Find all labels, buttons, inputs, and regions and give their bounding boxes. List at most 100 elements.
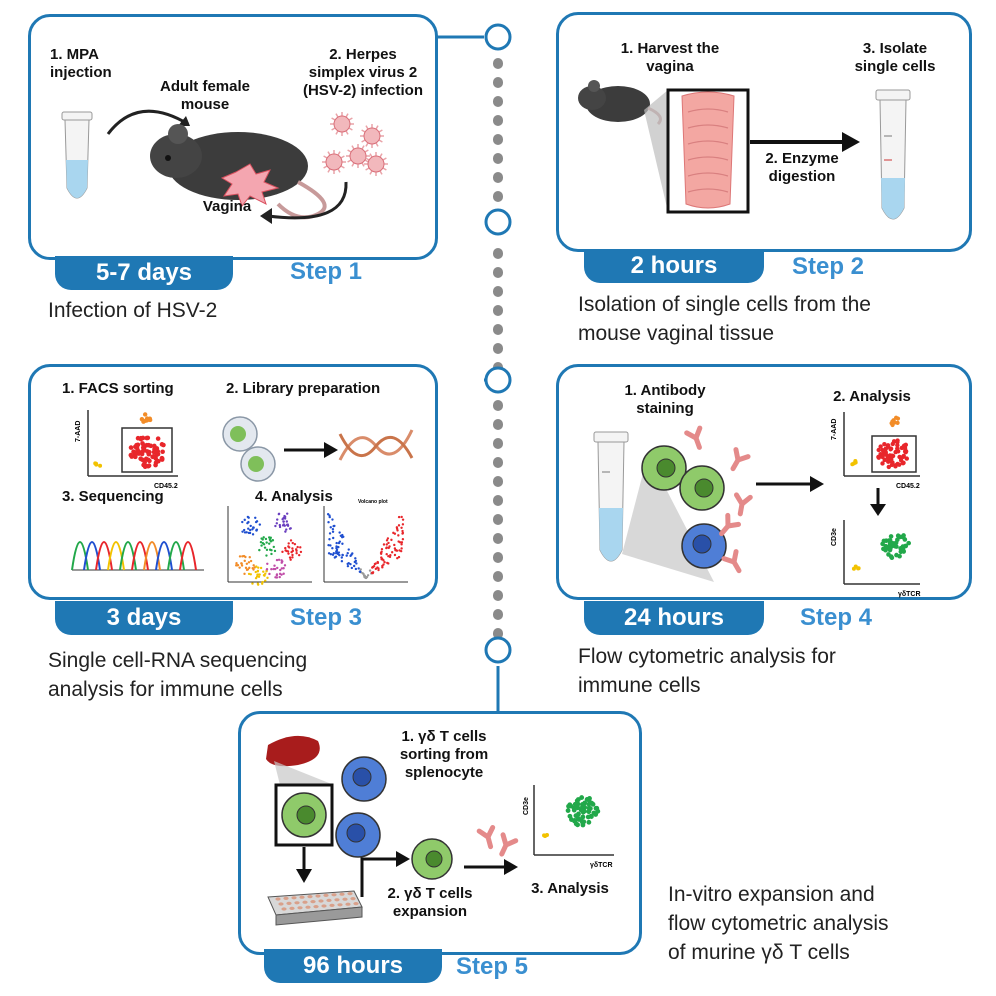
plate-well [310, 900, 316, 904]
tsne-dot [265, 554, 268, 557]
tube-icon [875, 89, 911, 220]
volcano-dot [354, 557, 357, 560]
volcano-dot [332, 524, 335, 528]
plot2-axis-x: γδTCR [898, 591, 921, 598]
step4-label-antibody: 1. Antibody staining [624, 382, 706, 417]
virus-icon [346, 144, 370, 168]
tsne-dot [277, 512, 281, 516]
tsne-dot [285, 549, 288, 553]
volcano-dot [341, 533, 344, 537]
scatter-dot [904, 456, 909, 461]
antibody-icon [733, 492, 753, 517]
volcano-dot [374, 562, 377, 565]
volcano-dot [357, 567, 360, 570]
volcano-dot [352, 564, 356, 568]
tsne-dot [297, 553, 301, 557]
plate-well [286, 901, 292, 905]
volcano-dot [338, 553, 341, 557]
scatter-dot [580, 802, 585, 807]
tsne-dot [284, 530, 287, 533]
tsne-dot [274, 567, 277, 571]
tsne-dot [259, 566, 263, 570]
volcano-dot [366, 574, 370, 577]
tsne-dot [252, 564, 255, 567]
timeline-dot [493, 590, 503, 601]
scatter-dot [593, 812, 599, 817]
plate-well [334, 898, 340, 902]
tsne-dot [254, 570, 257, 574]
tsne-dot [241, 530, 244, 533]
volcano-dot [346, 551, 349, 555]
scatter-dot [902, 537, 908, 542]
scatter-dot [128, 445, 134, 450]
scatter-dot [853, 460, 858, 465]
scatter-dot [888, 446, 894, 451]
tsne-dot [272, 545, 275, 549]
tsne-dot [258, 548, 261, 552]
volcano-dot [397, 555, 401, 559]
volcano-dot [385, 546, 388, 550]
virus-particles [322, 112, 388, 176]
tsne-dot [283, 564, 287, 567]
tsne-dot [285, 520, 289, 523]
volcano-dot [400, 547, 403, 550]
plate-well [331, 893, 337, 897]
step1-label-mpa: 1. MPA injection [50, 46, 112, 81]
step5-label-sorting: 1. γδ T cells sorting from splenocyte [399, 728, 489, 781]
tsne-dot [289, 558, 292, 561]
tsne-dot [263, 546, 267, 549]
tsne-dot [235, 561, 238, 565]
volcano-dot [333, 556, 337, 559]
scatter-dot [893, 540, 899, 546]
step1-step-name: Step 1 [290, 258, 363, 285]
volcano-dot [340, 556, 343, 559]
scatter-dot [144, 435, 150, 441]
scatter-dot [139, 451, 145, 457]
step1-illustration [61, 109, 388, 224]
timeline-dot [493, 533, 503, 544]
tsne-dot [241, 520, 244, 524]
plate-well [307, 895, 313, 899]
step3-illustration: 7-AAD CD45.2 Volcano plot [71, 410, 414, 586]
tsne-dot [269, 540, 273, 543]
plate-well [337, 903, 343, 907]
scatter-dot [140, 445, 146, 450]
cell-blue-2 [335, 812, 381, 858]
step4-illustration: 7-AAD CD45.2 CD3e γδTCR [593, 412, 921, 598]
volcano-dot [335, 545, 338, 548]
scatter-dot [903, 442, 909, 448]
volcano-title: Volcano plot [358, 499, 388, 505]
tsne-dot [299, 546, 302, 549]
tsne-dot [241, 555, 244, 558]
volcano-dot [396, 529, 399, 532]
tsne-dot [244, 566, 248, 570]
step1-label-mouse: Adult female mouse [159, 78, 250, 113]
timeline-dot [493, 343, 503, 354]
tsne-dot [255, 575, 259, 578]
tsne-dot [288, 546, 291, 549]
step5-label-expansion: 2. γδ T cells expansion [387, 885, 473, 920]
scatter-dot [150, 454, 155, 460]
facs-plot [87, 410, 178, 477]
scatter-dot [135, 435, 141, 441]
plate-well [345, 902, 351, 906]
timeline-node-4 [484, 636, 512, 664]
step5-label-analysis: 3. Analysis [531, 880, 609, 897]
scatter-dot [880, 448, 885, 453]
tsne-dot [240, 562, 243, 565]
scatter-dot [579, 818, 585, 824]
step4-step-name: Step 4 [800, 604, 873, 631]
tsne-dot [257, 573, 261, 576]
facs-axis-y: 7-AAD [75, 421, 82, 442]
cell-green-expanded [411, 838, 453, 880]
volcano-dot [331, 536, 335, 540]
timeline-dot [493, 571, 503, 582]
volcano-dot [401, 538, 405, 541]
scatter-dot [889, 453, 894, 458]
volcano-dot [341, 542, 344, 545]
scatter-dot [571, 805, 577, 811]
volcano-dot [359, 568, 362, 571]
timeline-dot [493, 96, 503, 107]
plate-well [339, 892, 345, 896]
tsne-dot [281, 550, 284, 554]
